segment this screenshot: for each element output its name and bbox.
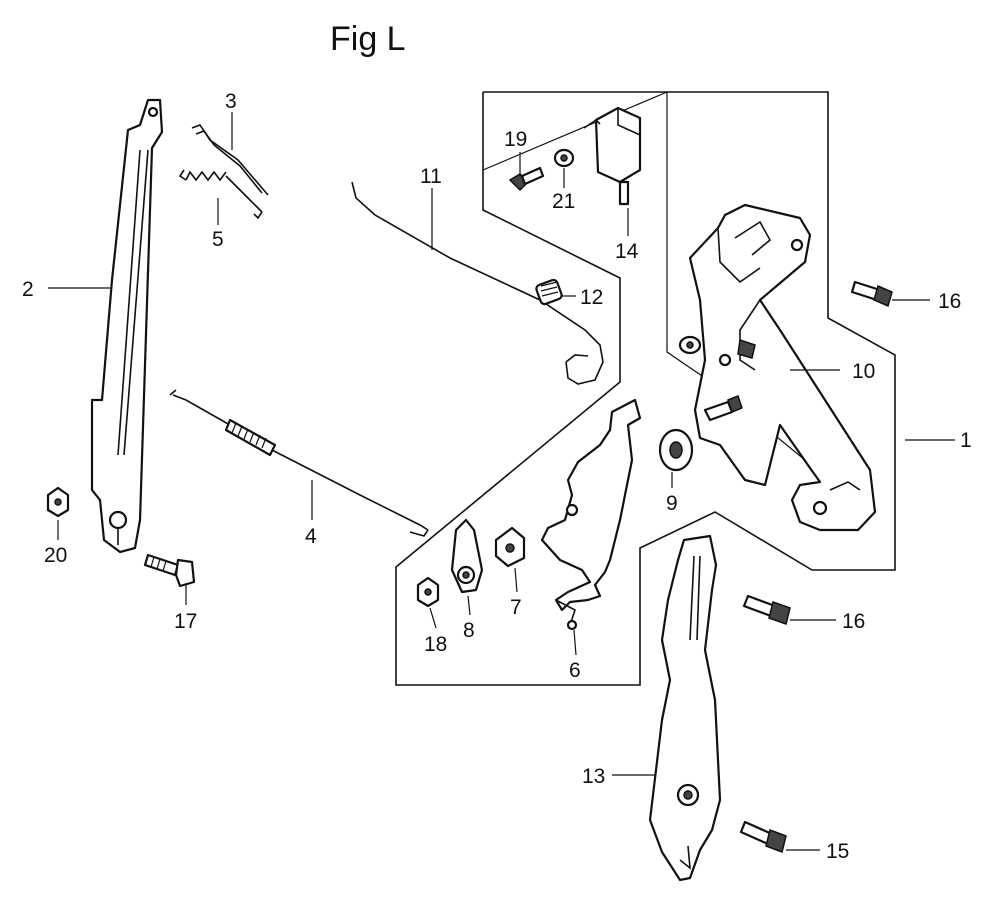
callout-16-upper: 16 (938, 290, 961, 313)
callout-8: 8 (463, 619, 475, 642)
part-3-link-rod (191, 124, 269, 196)
callout-13: 13 (582, 765, 605, 788)
part-11-throttle-rod (351, 181, 604, 385)
callout-18: 18 (424, 633, 447, 656)
part-18-nut (416, 576, 440, 608)
callout-2: 2 (22, 278, 34, 301)
part-5-spring (178, 169, 263, 220)
part-4-spring-rod (169, 389, 429, 537)
callout-11: 11 (420, 165, 442, 188)
callout-9: 9 (666, 492, 678, 515)
callout-5: 5 (212, 228, 224, 251)
part-10-control-bracket (688, 203, 877, 532)
callout-10: 10 (852, 360, 875, 383)
callout-19: 19 (504, 128, 527, 151)
callout-21: 21 (552, 190, 575, 213)
callout-labels: 1 2 3 4 5 6 7 8 9 10 11 12 13 14 15 16 1… (22, 90, 972, 863)
part-15-bolt (739, 820, 787, 853)
callout-7: 7 (510, 596, 522, 619)
leader-lines (48, 112, 955, 851)
part-21-washer (553, 148, 575, 168)
part-16-bolt-lower (742, 594, 791, 625)
callout-14: 14 (615, 240, 639, 263)
part-8-plate-lever (450, 518, 484, 594)
part-16-bolt-upper (850, 280, 893, 308)
part-14-switch (583, 106, 642, 206)
callout-15: 15 (826, 840, 849, 863)
bracket-bolt (703, 395, 743, 422)
callout-17: 17 (174, 610, 197, 633)
callout-4: 4 (305, 525, 317, 548)
part-20-nut (46, 486, 70, 518)
part-9-grommet (658, 428, 694, 472)
part-12-spring (535, 278, 563, 306)
assembly-frame-upper (395, 91, 896, 686)
part-2-lever-arm (90, 98, 164, 554)
figure-title: Fig L (330, 20, 406, 58)
callout-3: 3 (225, 90, 237, 113)
callout-6: 6 (569, 659, 581, 682)
bracket-nut (678, 335, 702, 355)
part-13-throttle-lever (648, 534, 722, 882)
part-19-bolt (508, 166, 545, 192)
callout-12: 12 (580, 286, 603, 309)
callout-20: 20 (44, 544, 67, 567)
part-7-washer-plate (494, 526, 526, 568)
part-6-control-lever (540, 398, 642, 631)
callout-16-lower: 16 (842, 610, 865, 633)
part-17-bolt (143, 553, 196, 588)
switch-subframe-diagonal (482, 91, 668, 171)
callout-1: 1 (960, 429, 972, 452)
